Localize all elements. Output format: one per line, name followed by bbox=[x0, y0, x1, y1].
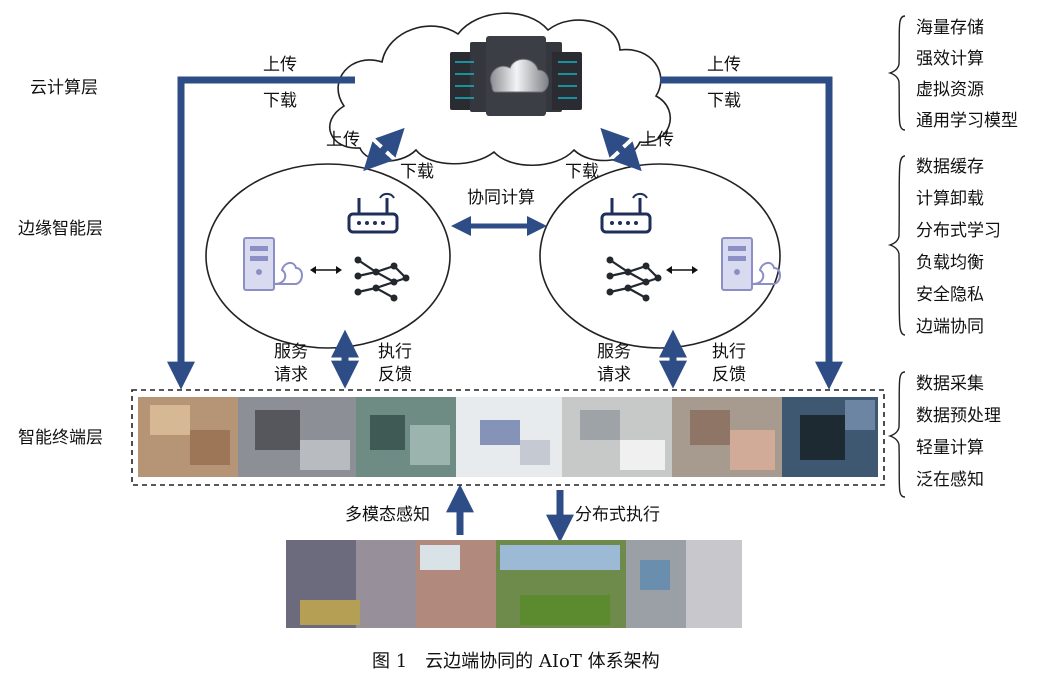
upload-label-right-outer: 上传 bbox=[707, 55, 741, 75]
server-cloud-icon bbox=[243, 237, 303, 291]
feature-item: 数据预处理 bbox=[916, 406, 1001, 426]
upload-label-left-inner: 上传 bbox=[326, 130, 360, 150]
feature-item: 海量存储 bbox=[916, 18, 984, 38]
service-request-label-right-2: 请求 bbox=[597, 365, 631, 385]
multimodal-sensing-label: 多模态感知 bbox=[345, 505, 430, 525]
terminal-features-list: 数据采集 数据预处理 轻量计算 泛在感知 bbox=[916, 374, 1001, 490]
cloud-features-brace bbox=[887, 15, 906, 131]
feature-item: 负载均衡 bbox=[916, 253, 984, 273]
download-label-left-outer: 下载 bbox=[263, 91, 297, 111]
feature-item: 泛在感知 bbox=[916, 470, 984, 490]
cloud-layer-label: 云计算层 bbox=[30, 78, 98, 98]
download-label-right-outer: 下载 bbox=[707, 91, 741, 111]
neural-network-icon bbox=[606, 256, 662, 302]
terminal-devices-image bbox=[138, 397, 878, 477]
cloud-to-terminal-right-arrow bbox=[660, 76, 843, 390]
edge-features-list: 数据缓存 计算卸载 分布式学习 负载均衡 安全隐私 边端协同 bbox=[916, 157, 1001, 337]
edge-features-brace bbox=[887, 155, 906, 336]
terminal-features-brace bbox=[887, 371, 906, 498]
cloud-left-edge-arrow bbox=[363, 127, 405, 172]
cooperative-compute-label: 协同计算 bbox=[467, 188, 535, 208]
feature-item: 轻量计算 bbox=[916, 438, 984, 458]
feature-item: 强效计算 bbox=[916, 49, 984, 69]
figure-caption: 图 1 云边端协同的 AIoT 体系架构 bbox=[372, 651, 660, 672]
feature-item: 边端协同 bbox=[916, 317, 984, 337]
router-icon bbox=[600, 192, 652, 234]
feature-item: 计算卸载 bbox=[916, 189, 984, 209]
service-request-label-left-2: 请求 bbox=[274, 365, 308, 385]
feature-item: 通用学习模型 bbox=[916, 111, 1018, 131]
service-request-label-left-1: 服务 bbox=[274, 342, 308, 362]
server-cloud-icon bbox=[721, 237, 781, 291]
feature-item: 安全隐私 bbox=[916, 285, 984, 305]
download-label-right-inner: 下载 bbox=[565, 162, 599, 182]
distributed-exec-label: 分布式执行 bbox=[575, 505, 660, 525]
upload-label-right-inner: 上传 bbox=[640, 130, 674, 150]
exec-feedback-label-left-2: 反馈 bbox=[378, 365, 412, 385]
exec-feedback-label-right-2: 反馈 bbox=[712, 365, 746, 385]
neural-network-icon bbox=[354, 256, 410, 302]
exec-feedback-label-left-1: 执行 bbox=[378, 342, 412, 362]
download-label-left-inner: 下载 bbox=[400, 162, 434, 182]
cloud-features-list: 海量存储 强效计算 虚拟资源 通用学习模型 bbox=[916, 18, 1018, 131]
bidirectional-small-arrow bbox=[666, 266, 698, 274]
physical-world-image bbox=[286, 540, 742, 628]
router-icon bbox=[347, 192, 399, 234]
cloud-to-terminal-left-arrow bbox=[167, 76, 355, 390]
exec-feedback-label-right-1: 执行 bbox=[712, 342, 746, 362]
cloud-right-edge-arrow bbox=[600, 127, 642, 172]
feature-item: 虚拟资源 bbox=[916, 80, 984, 100]
feature-item: 数据缓存 bbox=[916, 157, 984, 177]
cloud-servers-icon bbox=[450, 36, 582, 116]
edge-node-left bbox=[205, 163, 451, 349]
edge-layer-label: 边缘智能层 bbox=[18, 219, 103, 239]
terminal-layer-label: 智能终端层 bbox=[18, 428, 103, 448]
bidirectional-small-arrow bbox=[310, 266, 342, 274]
feature-item: 数据采集 bbox=[916, 374, 984, 394]
upload-label-left-outer: 上传 bbox=[263, 55, 297, 75]
feature-item: 分布式学习 bbox=[916, 221, 1001, 241]
service-request-label-right-1: 服务 bbox=[597, 342, 631, 362]
